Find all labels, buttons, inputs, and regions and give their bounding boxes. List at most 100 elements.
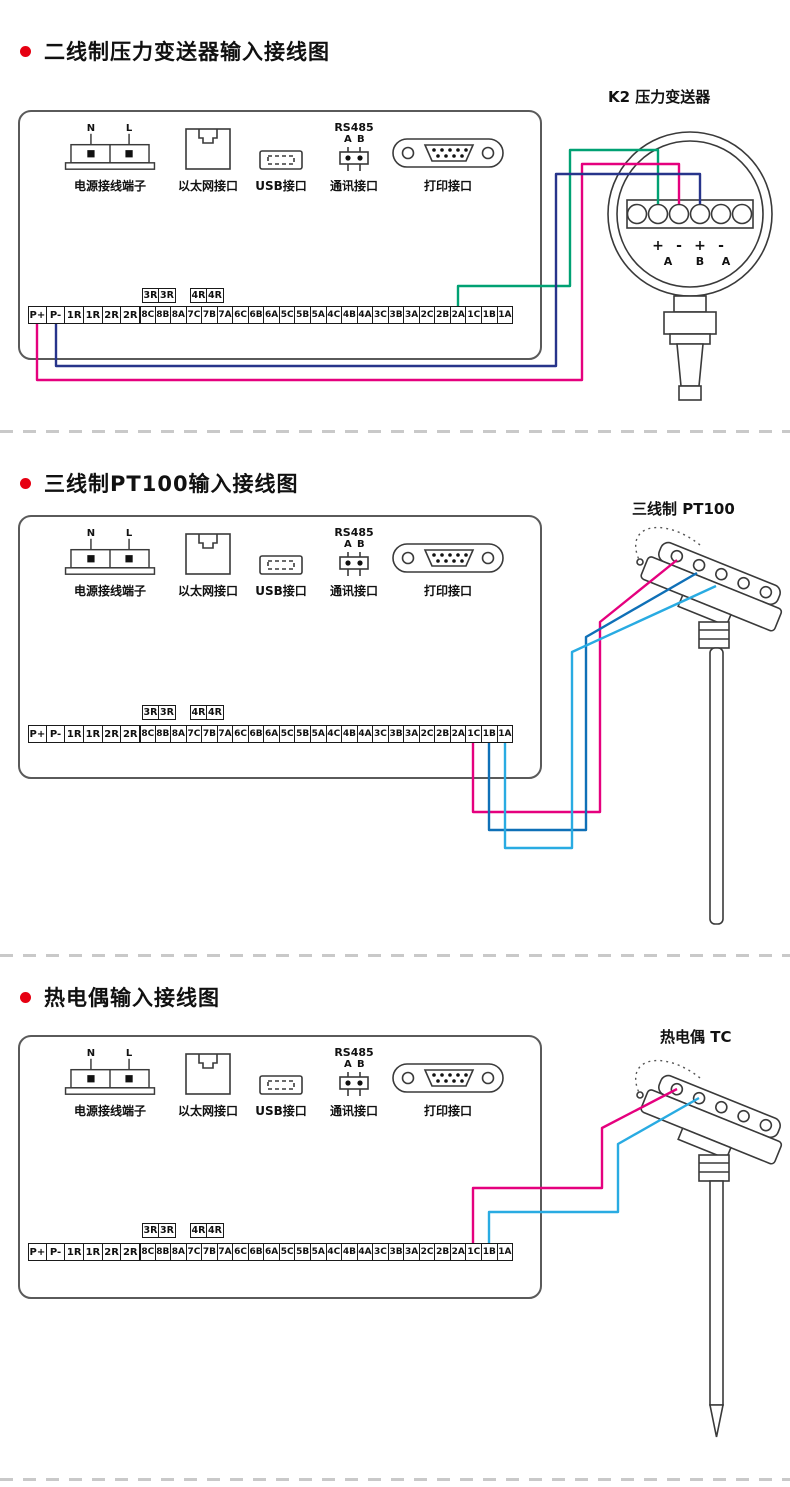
- printer-port-label: 打印接口: [423, 1104, 472, 1118]
- terminal-cell: 6A: [264, 1243, 280, 1261]
- terminal-cell: 6B: [248, 306, 265, 324]
- bullet-icon: [20, 45, 31, 57]
- bullet-icon: [20, 991, 31, 1003]
- rs485-connector-icon: [339, 552, 369, 576]
- terminal-cell: 4B: [342, 306, 358, 324]
- db9-connector-icon: [392, 543, 504, 573]
- svg-text:+: +: [652, 238, 664, 254]
- device-label: 热电偶 TC: [660, 1028, 732, 1046]
- power-terminal-icon: N L: [64, 1048, 156, 1095]
- terminal-cell: 3B: [388, 1243, 405, 1261]
- section-heading: 热电偶输入接线图: [20, 982, 220, 1012]
- rs485-b-label: B: [357, 1059, 365, 1070]
- rs485-b-label: B: [357, 539, 365, 550]
- ethernet-icon: [185, 1053, 231, 1095]
- section-pt100: 三线制PT100输入接线图 N L 电源接线端子: [0, 432, 790, 956]
- terminal-cell: 5C: [279, 306, 296, 324]
- terminal-cell: 8B: [155, 1243, 172, 1261]
- terminal-cell: 3R: [159, 705, 176, 720]
- terminal-cell: 3B: [388, 306, 405, 324]
- terminal-cell: 3R: [142, 288, 159, 303]
- terminal-cell: 6B: [248, 1243, 265, 1261]
- terminal-cell: 5B: [295, 725, 312, 743]
- svg-text:N: N: [87, 528, 95, 539]
- section-heading: 二线制压力变送器输入接线图: [20, 36, 330, 66]
- terminal-cell: 2R: [102, 306, 122, 324]
- terminal-cell: 7A: [217, 1243, 234, 1261]
- terminal-cell: 5A: [311, 1243, 327, 1261]
- terminal-cell: 1C: [466, 1243, 483, 1261]
- rs485-ab-labels: A B: [334, 134, 374, 147]
- svg-text:N: N: [87, 123, 95, 134]
- terminal-cell: 8A: [171, 1243, 187, 1261]
- terminal-cell: 2A: [450, 1243, 467, 1261]
- terminal-cell: 1R: [65, 725, 85, 743]
- terminal-cell: 8C: [140, 1243, 156, 1261]
- usb-port-label: USB接口: [255, 179, 307, 193]
- terminal-cell: 8A: [171, 725, 187, 743]
- rs485-port-label: 通讯接口: [329, 179, 378, 193]
- terminal-cell: 4A: [357, 306, 374, 324]
- terminal-cell: 1R: [84, 725, 103, 743]
- rs485-port-label: 通讯接口: [329, 584, 378, 598]
- power-port: N L 电源接线端子: [50, 1047, 170, 1119]
- terminal-cell: 2B: [435, 725, 451, 743]
- terminal-cell: 6B: [248, 725, 265, 743]
- terminal-cell: 7B: [202, 1243, 218, 1261]
- ethernet-port-label: 以太网接口: [178, 179, 239, 193]
- rs485-a-label: A: [344, 1059, 352, 1070]
- terminal-cell: P+: [28, 725, 47, 743]
- svg-text:L: L: [126, 123, 133, 134]
- terminal-cell: 8B: [155, 306, 172, 324]
- svg-text:A: A: [722, 255, 731, 268]
- pt100-device: [635, 526, 783, 925]
- power-port-label: 电源接线端子: [73, 1104, 146, 1118]
- ethernet-port-label: 以太网接口: [178, 584, 239, 598]
- terminal-cell: 2R: [121, 725, 141, 743]
- terminal-cell: 6C: [233, 725, 249, 743]
- terminal-cell: P+: [28, 306, 47, 324]
- section-title: 二线制压力变送器输入接线图: [44, 40, 330, 64]
- terminal-cell: 4R: [190, 1223, 207, 1238]
- terminal-cell: 4C: [326, 725, 343, 743]
- usb-port: USB接口: [250, 527, 312, 599]
- terminal-cell: 8C: [140, 725, 156, 743]
- svg-text:A: A: [664, 255, 673, 268]
- terminal-cell: 1A: [497, 725, 514, 743]
- usb-port: USB接口: [250, 122, 312, 194]
- terminal-cell: P-: [46, 306, 66, 324]
- terminal-cell: 4R: [207, 1223, 224, 1238]
- device-label: 三线制 PT100: [632, 500, 735, 518]
- svg-text:L: L: [126, 1048, 133, 1059]
- terminal-cell: 1A: [497, 1243, 514, 1261]
- section-divider: [0, 954, 790, 957]
- terminal-cell: 1R: [84, 1243, 103, 1261]
- power-terminal-icon: N L: [64, 123, 156, 170]
- terminal-cell: 6A: [264, 725, 280, 743]
- svg-text:N: N: [87, 1048, 95, 1059]
- terminal-cell: 6C: [233, 1243, 249, 1261]
- device-label: K2 压力变送器: [608, 88, 711, 106]
- terminal-cell: 1B: [482, 1243, 498, 1261]
- terminal-cell: 3A: [404, 1243, 420, 1261]
- terminal-cell: 3B: [388, 725, 405, 743]
- rs485-port: RS485 A B 通讯接口: [320, 112, 388, 194]
- terminal-cell: 1C: [466, 306, 483, 324]
- printer-port-label: 打印接口: [423, 179, 472, 193]
- usb-port-label: USB接口: [255, 1104, 307, 1118]
- ethernet-icon: [185, 533, 231, 575]
- bullet-icon: [20, 477, 31, 489]
- usb-port: USB接口: [250, 1047, 312, 1119]
- terminal-cell: 1C: [466, 725, 483, 743]
- section-heading: 三线制PT100输入接线图: [20, 468, 299, 498]
- terminal-cell: 2C: [419, 725, 436, 743]
- power-terminal-icon: N L: [64, 528, 156, 575]
- rs485-b-label: B: [357, 134, 365, 145]
